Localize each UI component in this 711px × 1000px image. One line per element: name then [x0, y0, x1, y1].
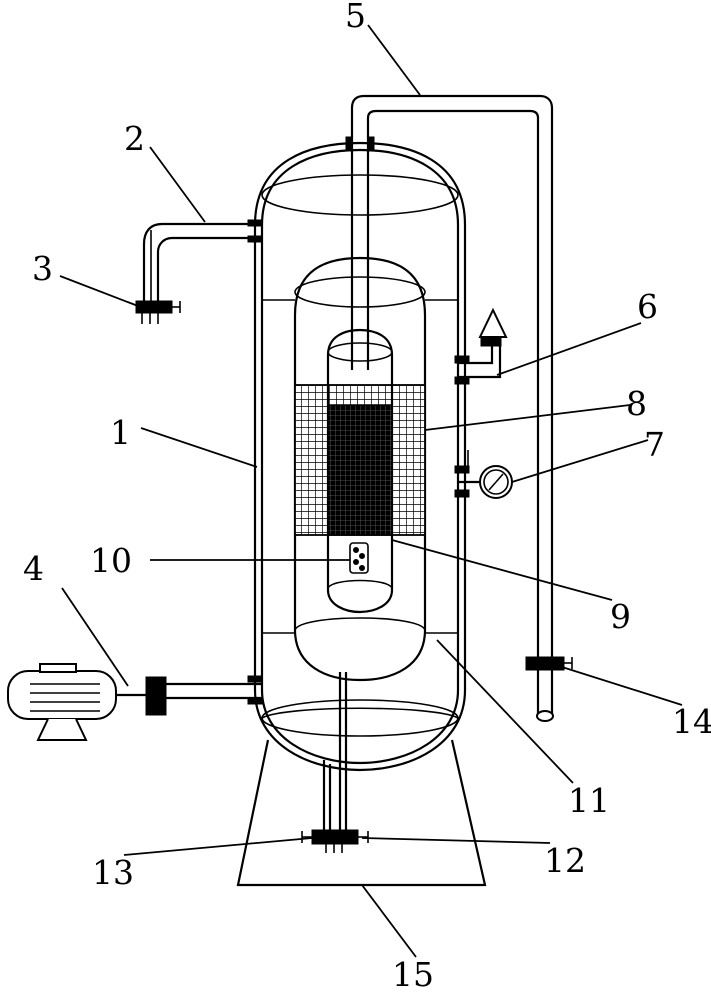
label-15: 15 — [392, 955, 434, 994]
label-14: 14 — [672, 702, 711, 741]
part-labels: 1 2 3 4 5 6 7 8 9 10 11 12 13 14 15 — [23, 0, 711, 994]
label-1: 1 — [110, 413, 131, 452]
label-4: 4 — [23, 549, 44, 588]
label-2: 2 — [124, 119, 145, 158]
label-7: 7 — [644, 425, 665, 464]
inner-vessel — [262, 256, 458, 682]
label-11: 11 — [568, 781, 610, 820]
bottom-drain — [301, 672, 369, 853]
heating-element — [349, 542, 369, 574]
label-12: 12 — [544, 841, 586, 880]
motor — [7, 663, 263, 741]
label-5: 5 — [345, 0, 366, 35]
leader-lines — [59, 24, 683, 958]
pressure-gauge — [454, 450, 513, 499]
inlet-valve — [135, 300, 181, 324]
label-10: 10 — [90, 541, 132, 580]
label-6: 6 — [637, 287, 658, 326]
label-9: 9 — [610, 597, 631, 636]
inlet-pipe — [142, 219, 263, 305]
top-return-pipe — [345, 94, 554, 722]
safety-valve — [454, 307, 508, 385]
label-13: 13 — [92, 853, 134, 892]
label-8: 8 — [626, 384, 647, 423]
outer-vessel — [253, 141, 467, 772]
label-3: 3 — [32, 249, 53, 288]
base-stand — [236, 739, 487, 887]
return-valve — [525, 656, 573, 671]
inner-basket — [326, 328, 394, 614]
